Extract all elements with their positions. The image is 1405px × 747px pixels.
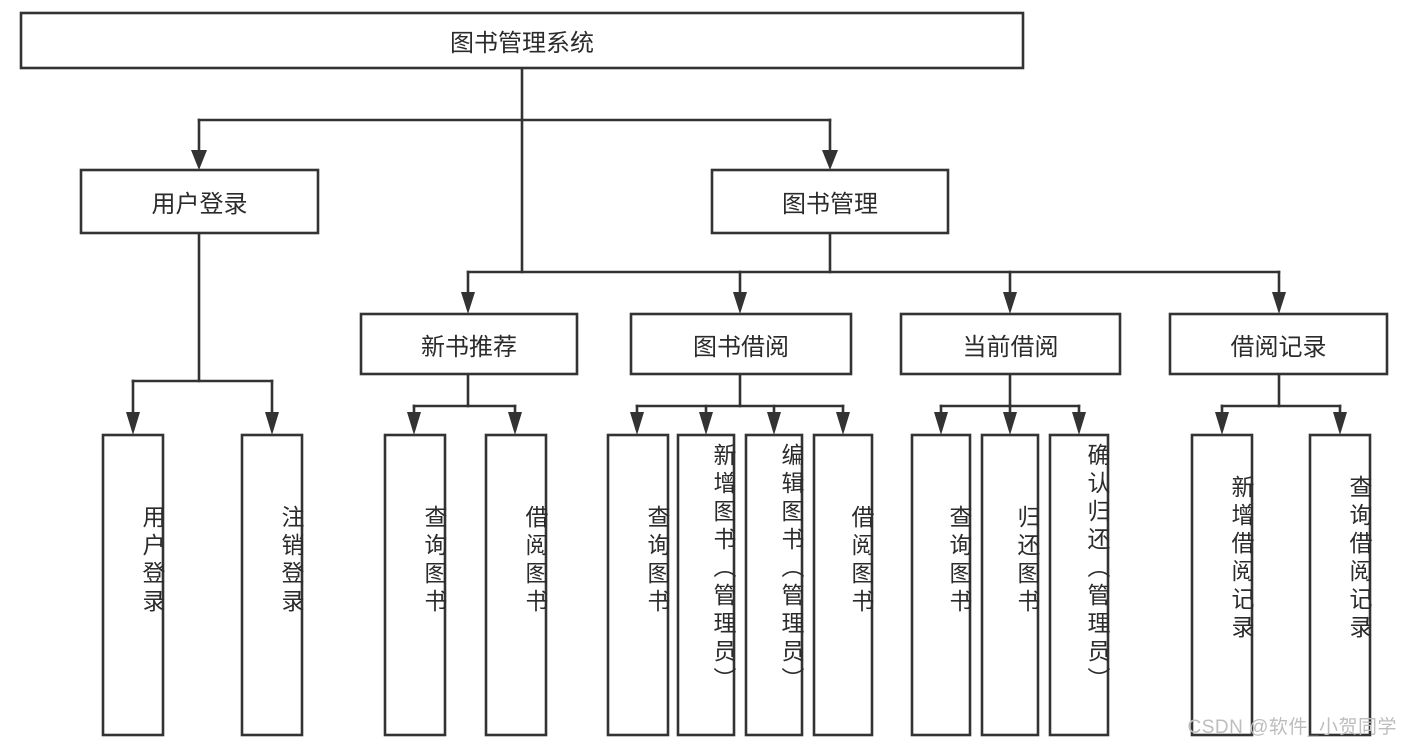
arrowhead-leaf-query-book-3 [934, 412, 948, 435]
arrowhead-leaf-query-book-2 [630, 412, 644, 435]
node-box-borrow-record[interactable] [1168, 312, 1389, 376]
arrowhead-book-borrow [733, 292, 747, 314]
node-box-leaf-query-book-1[interactable] [383, 433, 447, 737]
connector-group-user-login-children [126, 231, 279, 435]
arrowhead-borrow-record [1272, 292, 1286, 314]
arrowhead-new-book-recommend [461, 292, 475, 314]
node-box-leaf-user-login[interactable] [101, 433, 165, 737]
arrowhead-leaf-user-login [126, 412, 140, 435]
connector-group-borrow-record-children [1215, 372, 1347, 435]
arrowhead-leaf-confirm-return-admin [1072, 412, 1086, 435]
arrowhead-leaf-borrow-book-1 [508, 412, 522, 435]
arrowhead-leaf-query-book-1 [407, 412, 421, 435]
node-box-leaf-add-borrow-record[interactable] [1190, 433, 1254, 737]
node-box-root[interactable] [19, 11, 1025, 70]
arrowhead-leaf-query-borrow-record [1333, 412, 1347, 435]
connector-group-new-book-recommend-children [407, 372, 522, 435]
arrowhead-leaf-return-book [1003, 412, 1017, 435]
node-box-leaf-query-book-2[interactable] [606, 433, 670, 737]
node-box-leaf-query-book-3[interactable] [910, 433, 972, 737]
arrowhead-leaf-add-borrow-record [1215, 412, 1229, 435]
node-box-book-management[interactable] [710, 168, 950, 235]
node-box-new-book-recommend[interactable] [359, 312, 579, 376]
connector-group-book-borrow-children [630, 372, 850, 435]
connector-group-root-to-level2 [197, 66, 832, 274]
arrowhead-current-borrow [1003, 292, 1017, 314]
node-box-leaf-borrow-book-1[interactable] [484, 433, 548, 737]
node-box-leaf-logout-login[interactable] [240, 433, 304, 737]
arrowhead-user-login [191, 150, 207, 170]
connector-group-current-borrow-children [934, 372, 1086, 435]
arrowhead-book-management [822, 150, 838, 170]
arrowhead-leaf-borrow-book-2 [836, 412, 850, 435]
node-box-leaf-confirm-return-admin[interactable] [1048, 433, 1110, 737]
node-box-leaf-add-book-admin[interactable] [676, 433, 736, 737]
node-box-current-borrow[interactable] [899, 312, 1122, 376]
node-box-leaf-edit-book-admin[interactable] [744, 433, 804, 737]
node-box-book-borrow[interactable] [629, 312, 853, 376]
arrowhead-leaf-logout-login [265, 412, 279, 435]
node-box-leaf-return-book[interactable] [980, 433, 1040, 737]
connector-group-book-management-children [461, 231, 1286, 314]
node-box-leaf-borrow-book-2[interactable] [812, 433, 874, 737]
csdn-watermark: CSDN @软件_小贺同学 [1187, 717, 1397, 738]
arrowhead-leaf-edit-book-admin [767, 412, 781, 435]
node-box-leaf-query-borrow-record[interactable] [1308, 433, 1372, 737]
connector-group-level2-drops [191, 118, 838, 170]
node-box-user-login[interactable] [79, 168, 320, 235]
arrowhead-leaf-add-book-admin [699, 412, 713, 435]
